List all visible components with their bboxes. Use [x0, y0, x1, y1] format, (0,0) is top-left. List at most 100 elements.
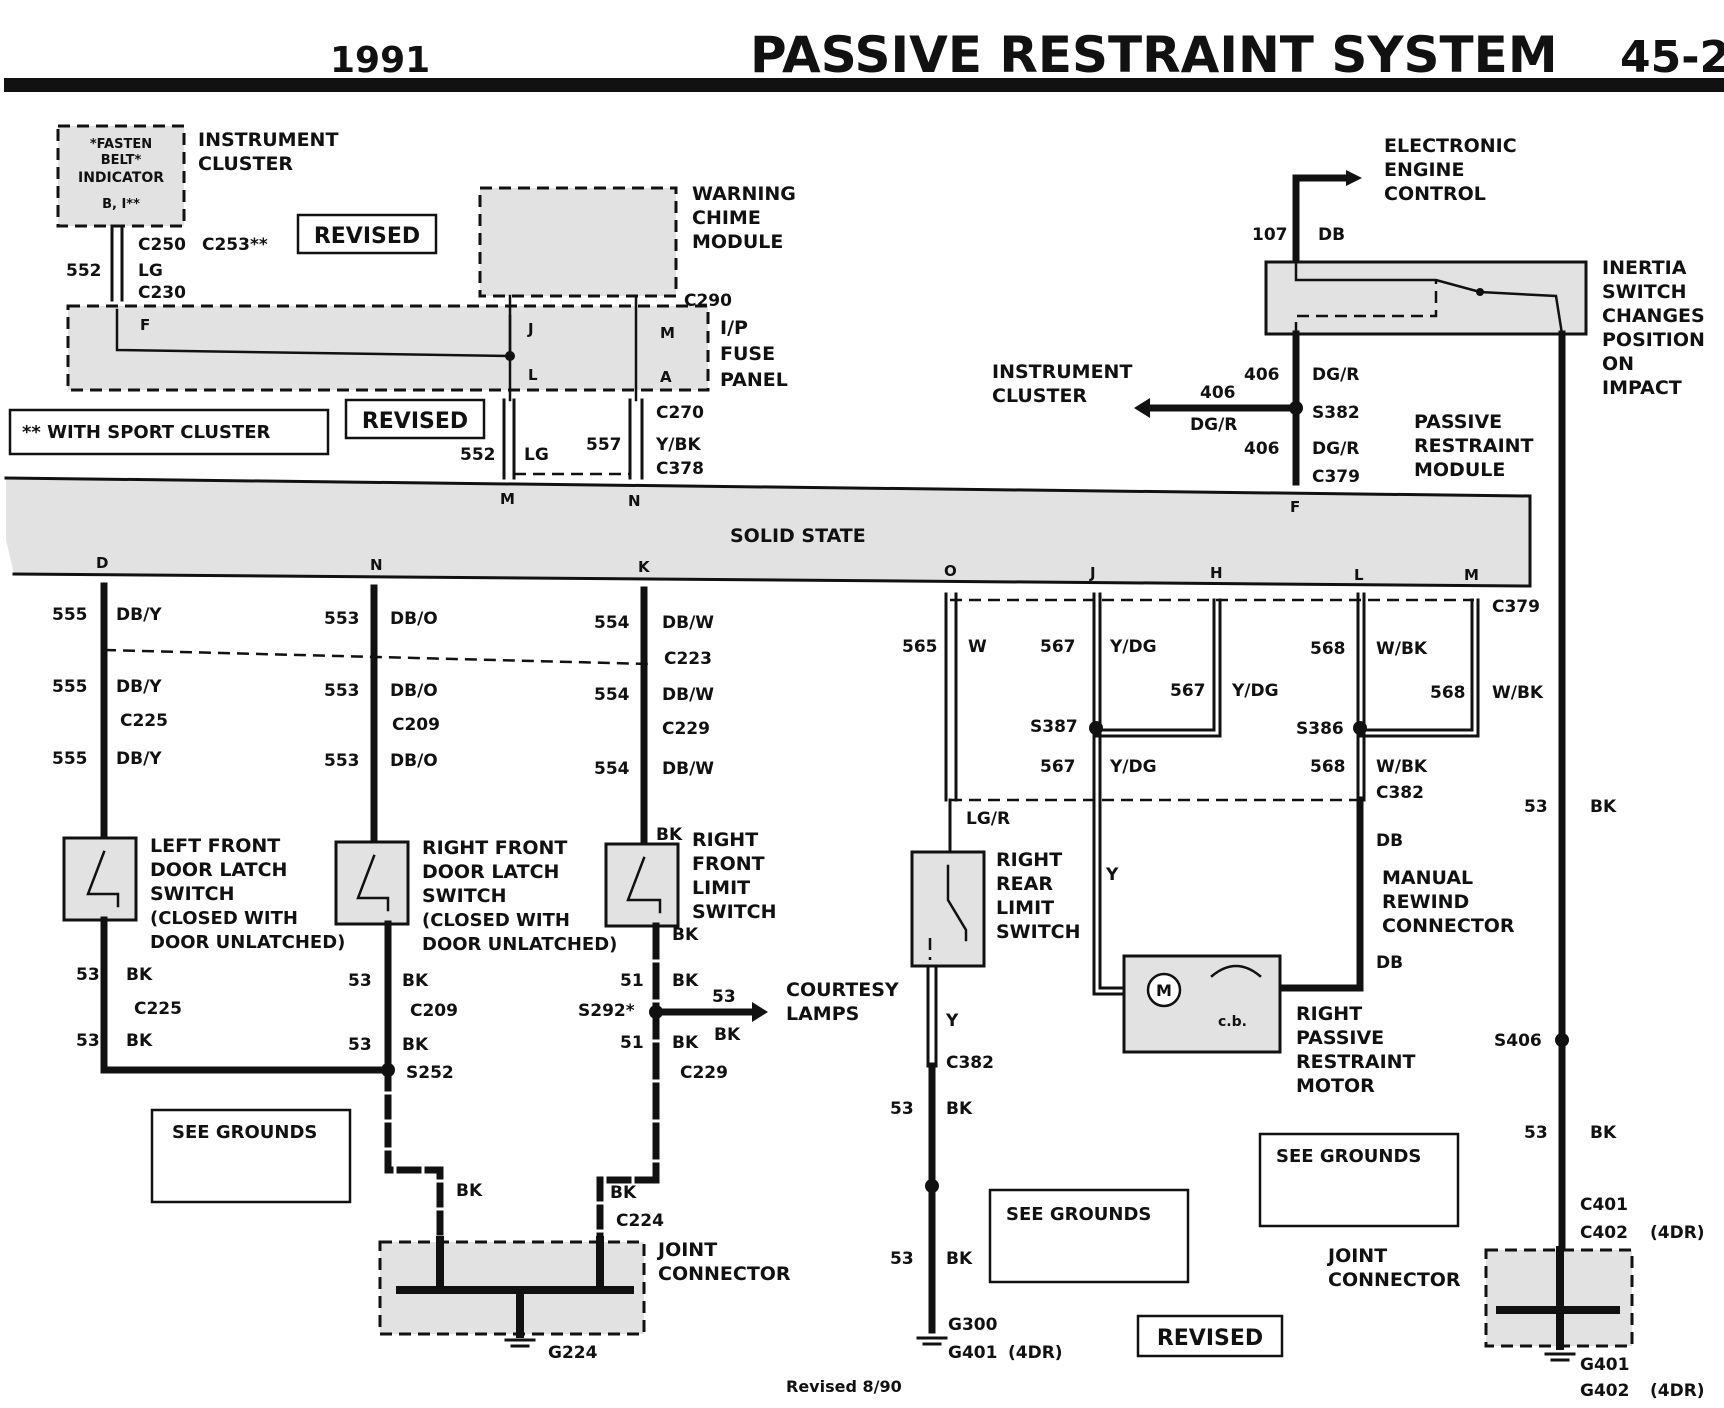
lbl-ybk: Y/BK	[655, 435, 701, 455]
revised-stamp-2-text: REVISED	[362, 409, 468, 434]
lbl-g402-right: G402	[1580, 1381, 1629, 1401]
lbl-c270: C270	[656, 403, 704, 423]
lbl-s387: S387	[1030, 717, 1078, 737]
lbl-y-rr: Y	[945, 1011, 959, 1031]
inertia-contact	[1476, 288, 1484, 296]
inertia-internal-1	[1294, 260, 1564, 336]
year-text: 1991	[330, 40, 430, 81]
joint-right-l2: CONNECTOR	[1328, 1269, 1461, 1291]
lbl-554-a: 554	[594, 613, 630, 633]
lbl-c223: C223	[664, 649, 712, 669]
lbl-bk-courtesy: BK	[714, 1025, 741, 1045]
motor-symbol	[1146, 972, 1182, 1008]
rewind-l3: CONNECTOR	[1382, 915, 1515, 937]
lbl-g401-left: G401	[948, 1343, 997, 1363]
rewind-l2: REWIND	[1382, 891, 1469, 913]
fuse-panel-l2: FUSE	[720, 343, 775, 365]
rf-limit-shade	[606, 844, 678, 926]
lbl-53-rf-a: 53	[348, 971, 372, 991]
pin-k: K	[638, 558, 651, 576]
eec-l2: ENGINE	[1384, 159, 1464, 181]
instrument-cluster-top-l2: CLUSTER	[198, 153, 293, 175]
lbl-4dr-right: (4DR)	[1650, 1381, 1705, 1401]
eec-arrow	[1346, 170, 1362, 186]
lbl-c229-bot: C229	[680, 1063, 728, 1083]
lbl-406-a: 406	[1244, 365, 1280, 385]
motor-m-text: M	[1156, 981, 1172, 1000]
rf-limit-contact	[626, 856, 662, 914]
wire-bk-s252-g224	[384, 1066, 444, 1244]
pin-a-fuse: A	[660, 368, 672, 386]
lbl-dbw-c: DB/W	[662, 759, 714, 779]
lbl-w: W	[968, 637, 987, 657]
lbl-c230: C230	[138, 283, 186, 303]
inertia-l4: POSITION	[1602, 329, 1705, 351]
lbl-dby-c: DB/Y	[116, 749, 162, 769]
inertia-switch-box	[1264, 260, 1588, 336]
lbl-dby-a: DB/Y	[116, 605, 162, 625]
lbl-bk-51-b: BK	[672, 1033, 699, 1053]
lbl-53-rf-b: 53	[348, 1035, 372, 1055]
pin-j: J	[1089, 564, 1096, 582]
motor-l1: RIGHT	[1296, 1003, 1362, 1025]
lbl-568-c: 568	[1310, 757, 1346, 777]
pin-f-fuse: F	[140, 316, 150, 334]
pin-h: H	[1210, 564, 1223, 582]
see-grounds-box-3	[1258, 1132, 1460, 1228]
fuse-panel-l1: I/P	[720, 317, 748, 339]
fuse-splice-dot	[505, 351, 515, 361]
lbl-4dr-c402: (4DR)	[1650, 1223, 1705, 1243]
ip-fuse-panel-box	[66, 304, 710, 392]
wire-567-h	[1094, 598, 1216, 732]
fasten-belt-l4: B, I**	[102, 197, 140, 212]
lbl-ydg-a: Y/DG	[1109, 637, 1157, 657]
lbl-db-a: DB	[1376, 831, 1403, 851]
rf-limit-l4: SWITCH	[692, 901, 777, 923]
lbl-dgr-a: DG/R	[1312, 365, 1359, 385]
rr-limit-l4: SWITCH	[996, 921, 1081, 943]
joint-right-l1: JOINT	[1326, 1245, 1387, 1267]
g300-splice	[925, 1179, 939, 1193]
lbl-wbk-a: W/BK	[1376, 639, 1428, 659]
sport-cluster-note-box	[8, 408, 330, 456]
revised-stamp-1	[296, 213, 438, 255]
lbl-db-b: DB	[1376, 953, 1403, 973]
lf-latch-l4: (CLOSED WITH	[150, 908, 298, 929]
pin-j-fuse: J	[527, 320, 534, 338]
lbl-553-b: 553	[324, 681, 360, 701]
lbl-c382-top: C382	[1376, 783, 1424, 803]
page-title: PASSIVE RESTRAINT SYSTEM	[750, 26, 1558, 84]
lf-latch-shade	[64, 838, 136, 920]
pin-o: O	[944, 562, 957, 580]
see-grounds-2: SEE GROUNDS	[1006, 1204, 1151, 1225]
pin-f-top: F	[1290, 498, 1300, 516]
instrument-cluster-r-l1: INSTRUMENT	[992, 361, 1132, 383]
lbl-db-107: DB	[1318, 225, 1345, 245]
lbl-c225-top: C225	[120, 711, 168, 731]
lbl-406-b: 406	[1200, 383, 1236, 403]
courtesy-l2: LAMPS	[786, 1003, 859, 1025]
lbl-567-b: 567	[1170, 681, 1206, 701]
rf-latch-shade	[336, 842, 408, 924]
lbl-wbk-b: W/BK	[1492, 683, 1544, 703]
fasten-belt-shade	[58, 126, 184, 226]
rr-limit-l2: REAR	[996, 873, 1053, 895]
lbl-51-b: 51	[620, 1033, 644, 1053]
lbl-bk-g300-b: BK	[946, 1249, 973, 1269]
wire-567-h-b	[1094, 598, 1222, 738]
prm-l2: RESTRAINT	[1414, 435, 1534, 457]
lbl-c209-top: C209	[392, 715, 440, 735]
prm-l1: PASSIVE	[1414, 411, 1502, 433]
lbl-53-right-b: 53	[1524, 1123, 1548, 1143]
motor-shade	[1124, 956, 1280, 1052]
lbl-406-c: 406	[1244, 439, 1280, 459]
wire-568-m-b	[1358, 598, 1480, 738]
lbl-53-g300-a: 53	[890, 1099, 914, 1119]
lbl-ydg-c: Y/DG	[1109, 757, 1157, 777]
instrument-cluster-top-l1: INSTRUMENT	[198, 129, 338, 151]
inertia-internal-2	[1294, 280, 1438, 334]
lbl-dbo-a: DB/O	[390, 609, 438, 629]
joint-left-l1: JOINT	[656, 1239, 717, 1261]
lbl-567-c: 567	[1040, 757, 1076, 777]
courtesy-arrow	[752, 1002, 768, 1022]
